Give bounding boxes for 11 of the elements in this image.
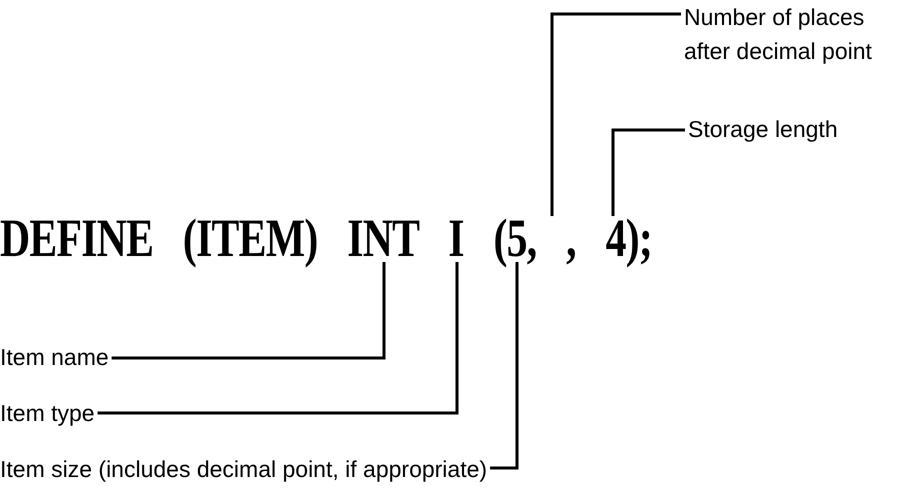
leader-line [490, 262, 518, 470]
leader-line [98, 262, 458, 414]
callout-text: Storage length [688, 112, 838, 146]
leader-line [112, 262, 386, 360]
callout-text: Number of places after decimal point [684, 0, 914, 68]
callout-text: Item size (includes decimal point, if appropriate) [0, 452, 488, 486]
code-statement: DEFINE (ITEM) INT I (5, , 4); [0, 210, 652, 266]
callout-text: Item name [0, 340, 109, 374]
leader-line [612, 128, 685, 216]
callout-text: Item type [0, 396, 95, 430]
leader-line [550, 12, 681, 216]
